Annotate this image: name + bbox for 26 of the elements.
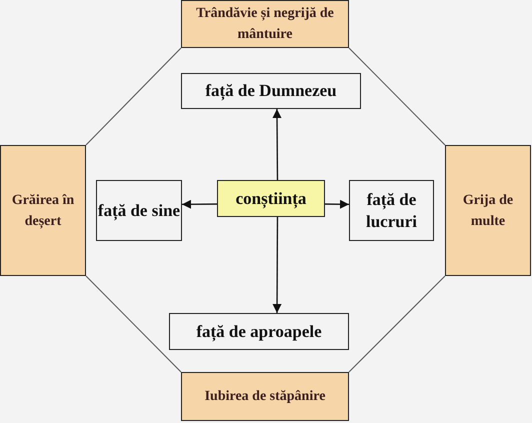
relation-box bbox=[96, 180, 182, 241]
node-label: Grija de multe bbox=[462, 192, 514, 230]
vice-box bbox=[0, 145, 86, 276]
arrow bbox=[272, 217, 282, 313]
node-label: față de sine bbox=[98, 200, 180, 222]
connector-line bbox=[348, 276, 446, 372]
vice-box bbox=[181, 372, 349, 421]
relation-box bbox=[181, 73, 361, 109]
vice-box bbox=[181, 0, 349, 48]
center-box bbox=[217, 180, 325, 217]
vice-box bbox=[445, 145, 531, 276]
relation-box bbox=[349, 180, 434, 241]
node-label: față de aproapele bbox=[196, 320, 322, 342]
relation-box bbox=[169, 313, 349, 350]
node-label: Trândăvie și negrijă de mântuire bbox=[195, 5, 335, 44]
arrow bbox=[325, 200, 349, 209]
arrow bbox=[182, 200, 217, 209]
node-label: Grăirea în deșert bbox=[10, 192, 76, 230]
connector-line bbox=[348, 48, 446, 146]
node-label: Iubirea de stăpânire bbox=[204, 388, 326, 406]
connector-line bbox=[86, 48, 182, 146]
node-label: față de Dumnezeu bbox=[205, 80, 337, 102]
node-label: față de lucruri bbox=[365, 189, 418, 232]
connector-line bbox=[86, 276, 182, 372]
node-label: conștiința bbox=[236, 188, 306, 210]
arrow bbox=[272, 109, 282, 180]
